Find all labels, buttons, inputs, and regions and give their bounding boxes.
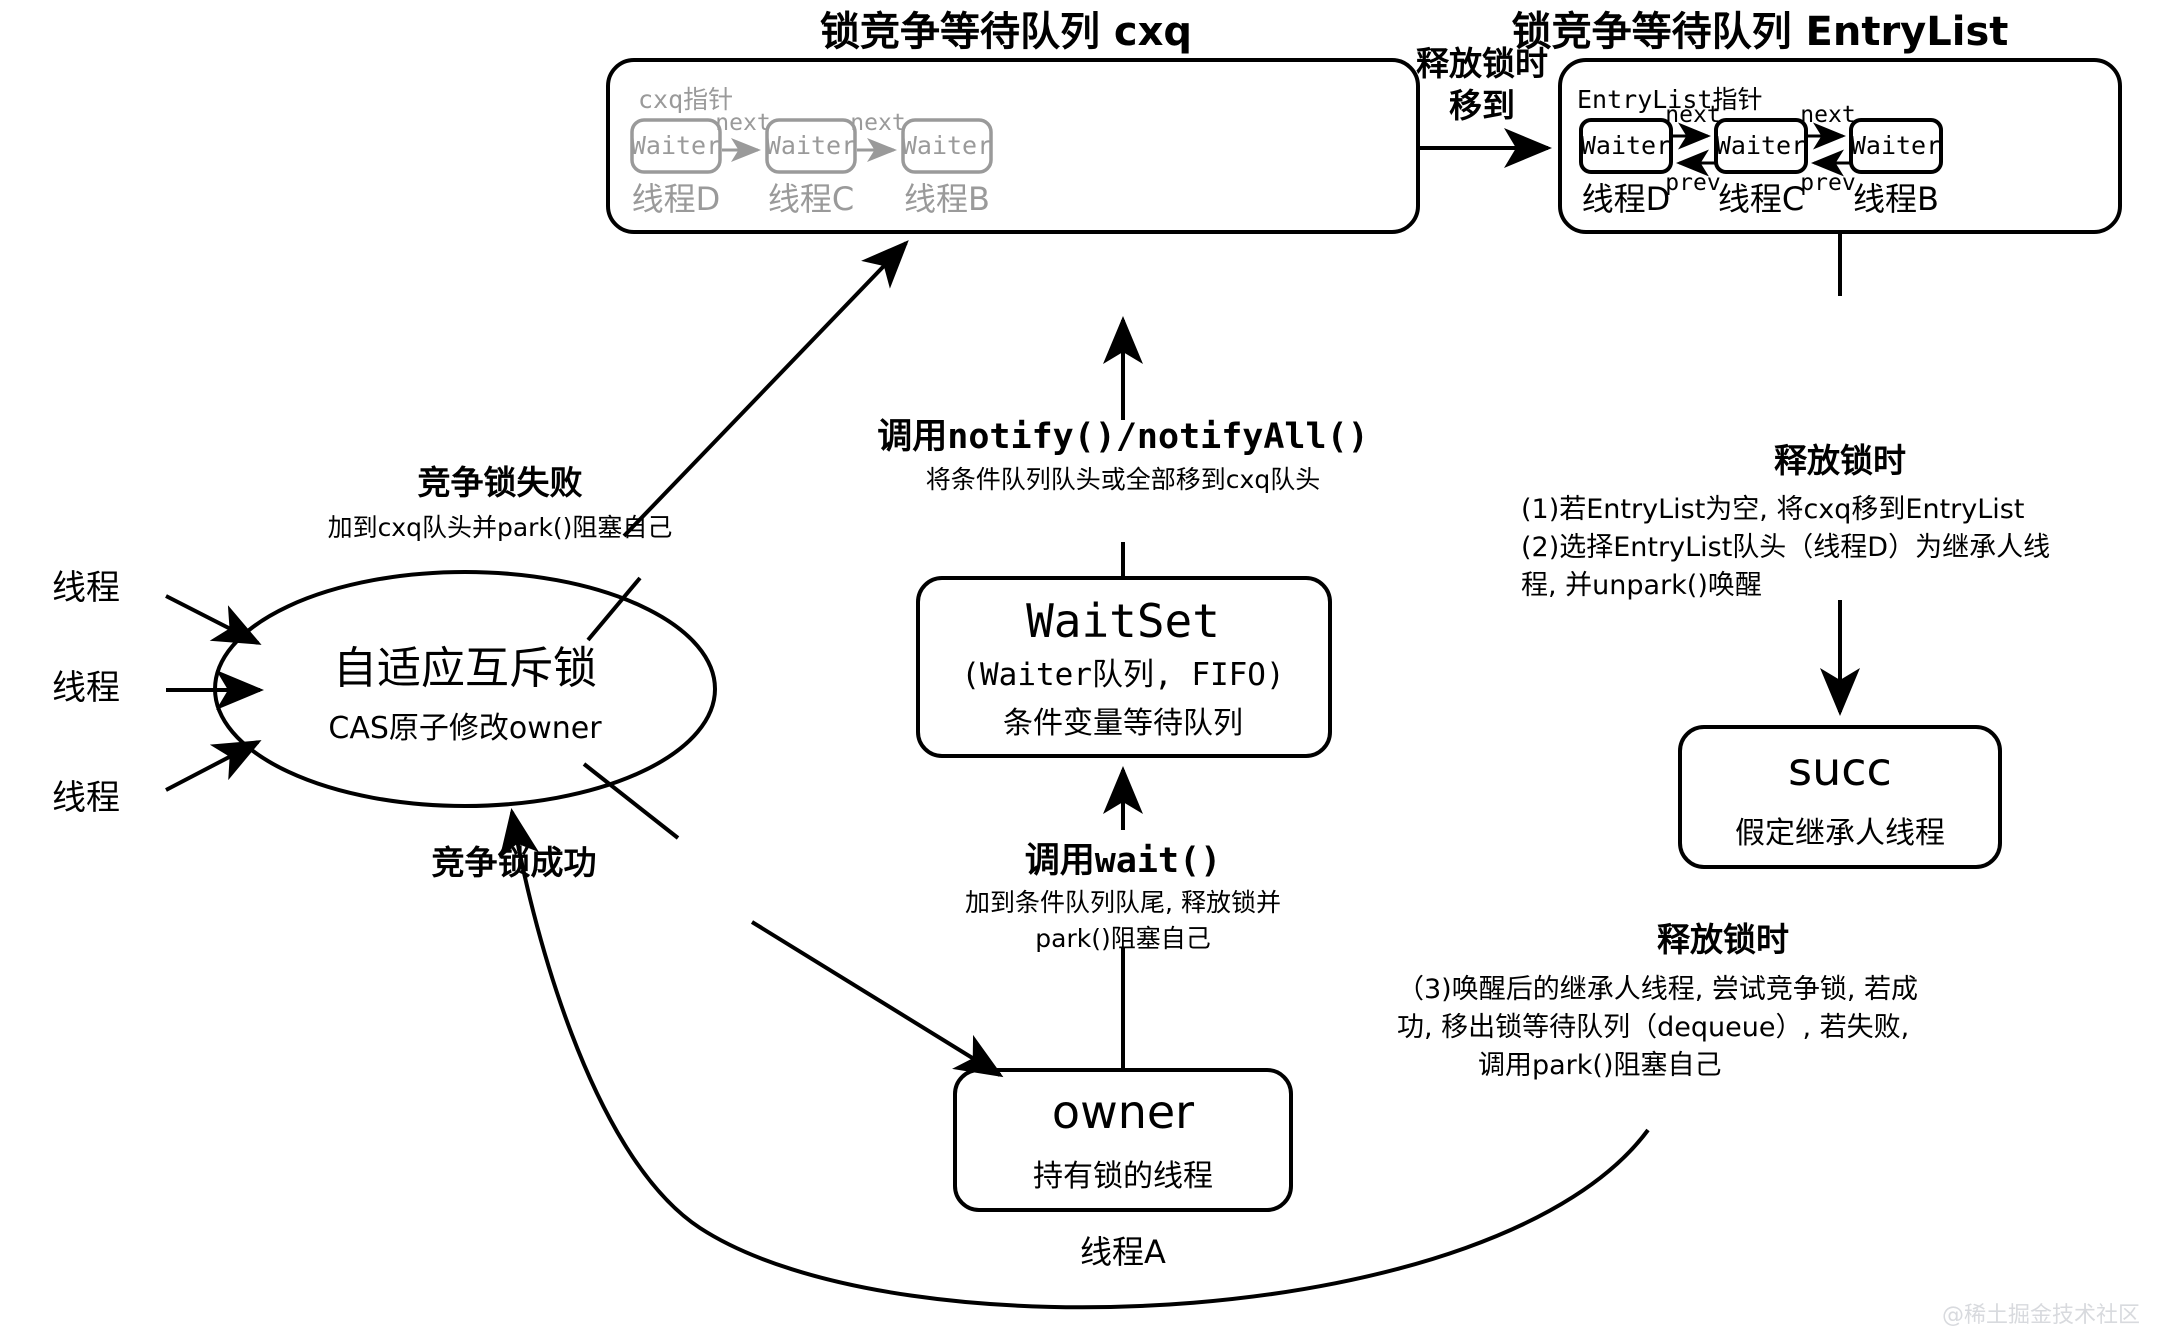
incoming-threads: 线程 线程 线程 bbox=[52, 568, 264, 818]
owner-box bbox=[953, 1068, 1293, 1212]
entrylist-waiter-label-0: Waiter bbox=[1581, 131, 1671, 160]
succ-title: succ bbox=[1788, 742, 1892, 796]
succ-subtitle: 假定继承人线程 bbox=[1735, 816, 1945, 851]
entrylist-waiter-box-2 bbox=[1849, 118, 1943, 174]
edge-success-head: 竞争锁成功 bbox=[432, 843, 597, 882]
succ-box bbox=[1678, 725, 2002, 869]
edge-notify-head: 调用notify()/notifyAll() bbox=[877, 417, 1368, 457]
entrylist-next-label-1: next bbox=[1800, 102, 1855, 128]
edge-release-to-succ: 释放锁时 (1)若EntryList为空, 将cxq移到EntryList (2… bbox=[1521, 232, 2050, 716]
edge-fail-sub: 加到cxq队头并park()阻塞自己 bbox=[328, 513, 673, 542]
cxq-thread-label-1: 线程C bbox=[768, 180, 854, 218]
cxq-waiter-box-1 bbox=[765, 118, 857, 174]
entrylist-waiter-box-1 bbox=[1714, 118, 1808, 174]
cxq-thread-label-0: 线程D bbox=[632, 180, 721, 218]
thread-label-2: 线程 bbox=[52, 778, 120, 818]
entrylist-prev-label-0: prev bbox=[1665, 170, 1720, 196]
waitset-line2: (Waiter队列, FIFO) bbox=[961, 657, 1284, 693]
waitset-node: WaitSet (Waiter队列, FIFO) 条件变量等待队列 bbox=[916, 576, 1332, 758]
edge-fail-head: 竞争锁失败 bbox=[418, 463, 583, 502]
edge-succback-line2: 功, 移出锁等待队列（dequeue）, 若失败, bbox=[1397, 1012, 1909, 1043]
edge-release-line2: (2)选择EntryList队头（线程D）为继承人线 bbox=[1521, 532, 2050, 563]
thread-arrow-0 bbox=[165, 594, 262, 645]
edge-succback-line3: 调用park()阻塞自己 bbox=[1478, 1050, 1722, 1081]
waitset-title: WaitSet bbox=[1026, 594, 1220, 648]
cxq-waiter-box-2 bbox=[901, 118, 993, 174]
cxq-pointer-label: cxq指针 bbox=[638, 85, 733, 114]
cxq-waiter-box-0 bbox=[630, 118, 722, 174]
edge-fail-to-cxq: 竞争锁失败 加到cxq队头并park()阻塞自己 bbox=[328, 240, 909, 642]
edge-succ-back-to-mutex: 释放锁时 （3)唤醒后的继承人线程, 尝试竞争锁, 若成 功, 移出锁等待队列（… bbox=[499, 808, 1918, 1310]
watermark: @稀土掘金技术社区 bbox=[1942, 1303, 2140, 1328]
cxq-waiter-label-1: Waiter bbox=[766, 131, 856, 160]
cxq-waiter-label-0: Waiter bbox=[631, 131, 721, 160]
waitset-box bbox=[916, 576, 1332, 758]
succ-return-curve bbox=[499, 808, 1650, 1310]
edge-cxq-entrylist-line2: 移到 bbox=[1449, 86, 1515, 125]
mutex-subtitle: CAS原子修改owner bbox=[328, 711, 602, 746]
edge-success-to-owner: 竞争锁成功 bbox=[432, 762, 1004, 1078]
owner-title: owner bbox=[1052, 1085, 1194, 1139]
entrylist-node-1: Waiter 线程C bbox=[1714, 118, 1808, 218]
mutex-title: 自适应互斥锁 bbox=[333, 643, 597, 694]
edge-release-line3: 程, 并unpark()唤醒 bbox=[1521, 570, 1762, 601]
edge-wait-sub2: park()阻塞自己 bbox=[1035, 924, 1210, 953]
edge-wait-head: 调用wait() bbox=[1025, 841, 1221, 881]
thread-arrow-2 bbox=[165, 740, 262, 792]
cxq-thread-label-2: 线程B bbox=[904, 180, 990, 218]
entrylist-thread-label-2: 线程B bbox=[1853, 180, 1939, 218]
entrylist-thread-label-0: 线程D bbox=[1582, 180, 1671, 218]
entrylist-node-0: Waiter 线程D bbox=[1579, 118, 1673, 218]
entrylist-pointer-label: EntryList指针 bbox=[1577, 85, 1762, 114]
cxq-waiter-label-2: Waiter bbox=[902, 131, 992, 160]
cxq-next-label-1: next bbox=[850, 110, 905, 136]
edge-wait-sub1: 加到条件队列队尾, 释放锁并 bbox=[965, 888, 1281, 917]
edge-wait-to-waitset: 调用wait() 加到条件队列队尾, 释放锁并 park()阻塞自己 bbox=[965, 766, 1281, 1070]
edge-notify-sub: 将条件队列队头或全部移到cxq队头 bbox=[926, 465, 1320, 494]
mutex-node: 自适应互斥锁 CAS原子修改owner bbox=[213, 570, 717, 808]
owner-node: owner 持有锁的线程 线程A bbox=[953, 1068, 1293, 1271]
edge-notify-to-cxq: 调用notify()/notifyAll() 将条件队列队头或全部移到cxq队头 bbox=[877, 316, 1369, 578]
cxq-node-2: Waiter 线程B bbox=[901, 118, 993, 218]
cxq-node-1: Waiter 线程C bbox=[765, 118, 857, 218]
succ-node: succ 假定继承人线程 bbox=[1678, 725, 2002, 869]
cxq-next-label-0: next bbox=[715, 110, 770, 136]
owner-caption: 线程A bbox=[1080, 1233, 1166, 1271]
entrylist-prev-label-1: prev bbox=[1800, 170, 1855, 196]
edge-release-head: 释放锁时 bbox=[1774, 441, 1906, 480]
thread-label-0: 线程 bbox=[52, 568, 120, 608]
entrylist-waiter-label-2: Waiter bbox=[1851, 131, 1941, 160]
edge-succback-head: 释放锁时 bbox=[1657, 920, 1789, 959]
entrylist-waiter-label-1: Waiter bbox=[1716, 131, 1806, 160]
edge-cxq-to-entrylist: 释放锁时 移到 bbox=[1416, 44, 1552, 168]
cxq-title: 锁竞争等待队列 cxq bbox=[820, 9, 1192, 55]
waitset-line3: 条件变量等待队列 bbox=[1003, 706, 1243, 741]
owner-subtitle: 持有锁的线程 bbox=[1033, 1159, 1213, 1194]
entrylist-node-2: Waiter 线程B bbox=[1849, 118, 1943, 218]
edge-release-line1: (1)若EntryList为空, 将cxq移到EntryList bbox=[1521, 494, 2024, 525]
edge-cxq-entrylist-line1: 释放锁时 bbox=[1416, 44, 1548, 83]
thread-label-1: 线程 bbox=[52, 668, 120, 708]
entrylist-thread-label-1: 线程C bbox=[1718, 180, 1804, 218]
entrylist-container: EntryList指针 Waiter 线程D Waiter 线程C Waiter… bbox=[1558, 58, 2122, 234]
entrylist-title: 锁竞争等待队列 EntryList bbox=[1512, 9, 2009, 55]
cxq-node-0: Waiter 线程D bbox=[630, 118, 722, 218]
edge-succback-line1: （3)唤醒后的继承人线程, 尝试竞争锁, 若成 bbox=[1397, 974, 1918, 1005]
cxq-container: cxq指针 Waiter 线程D Waiter 线程C Waiter 线程B n… bbox=[606, 58, 1420, 234]
entrylist-waiter-box-0 bbox=[1579, 118, 1673, 174]
entrylist-next-label-0: next bbox=[1665, 102, 1720, 128]
